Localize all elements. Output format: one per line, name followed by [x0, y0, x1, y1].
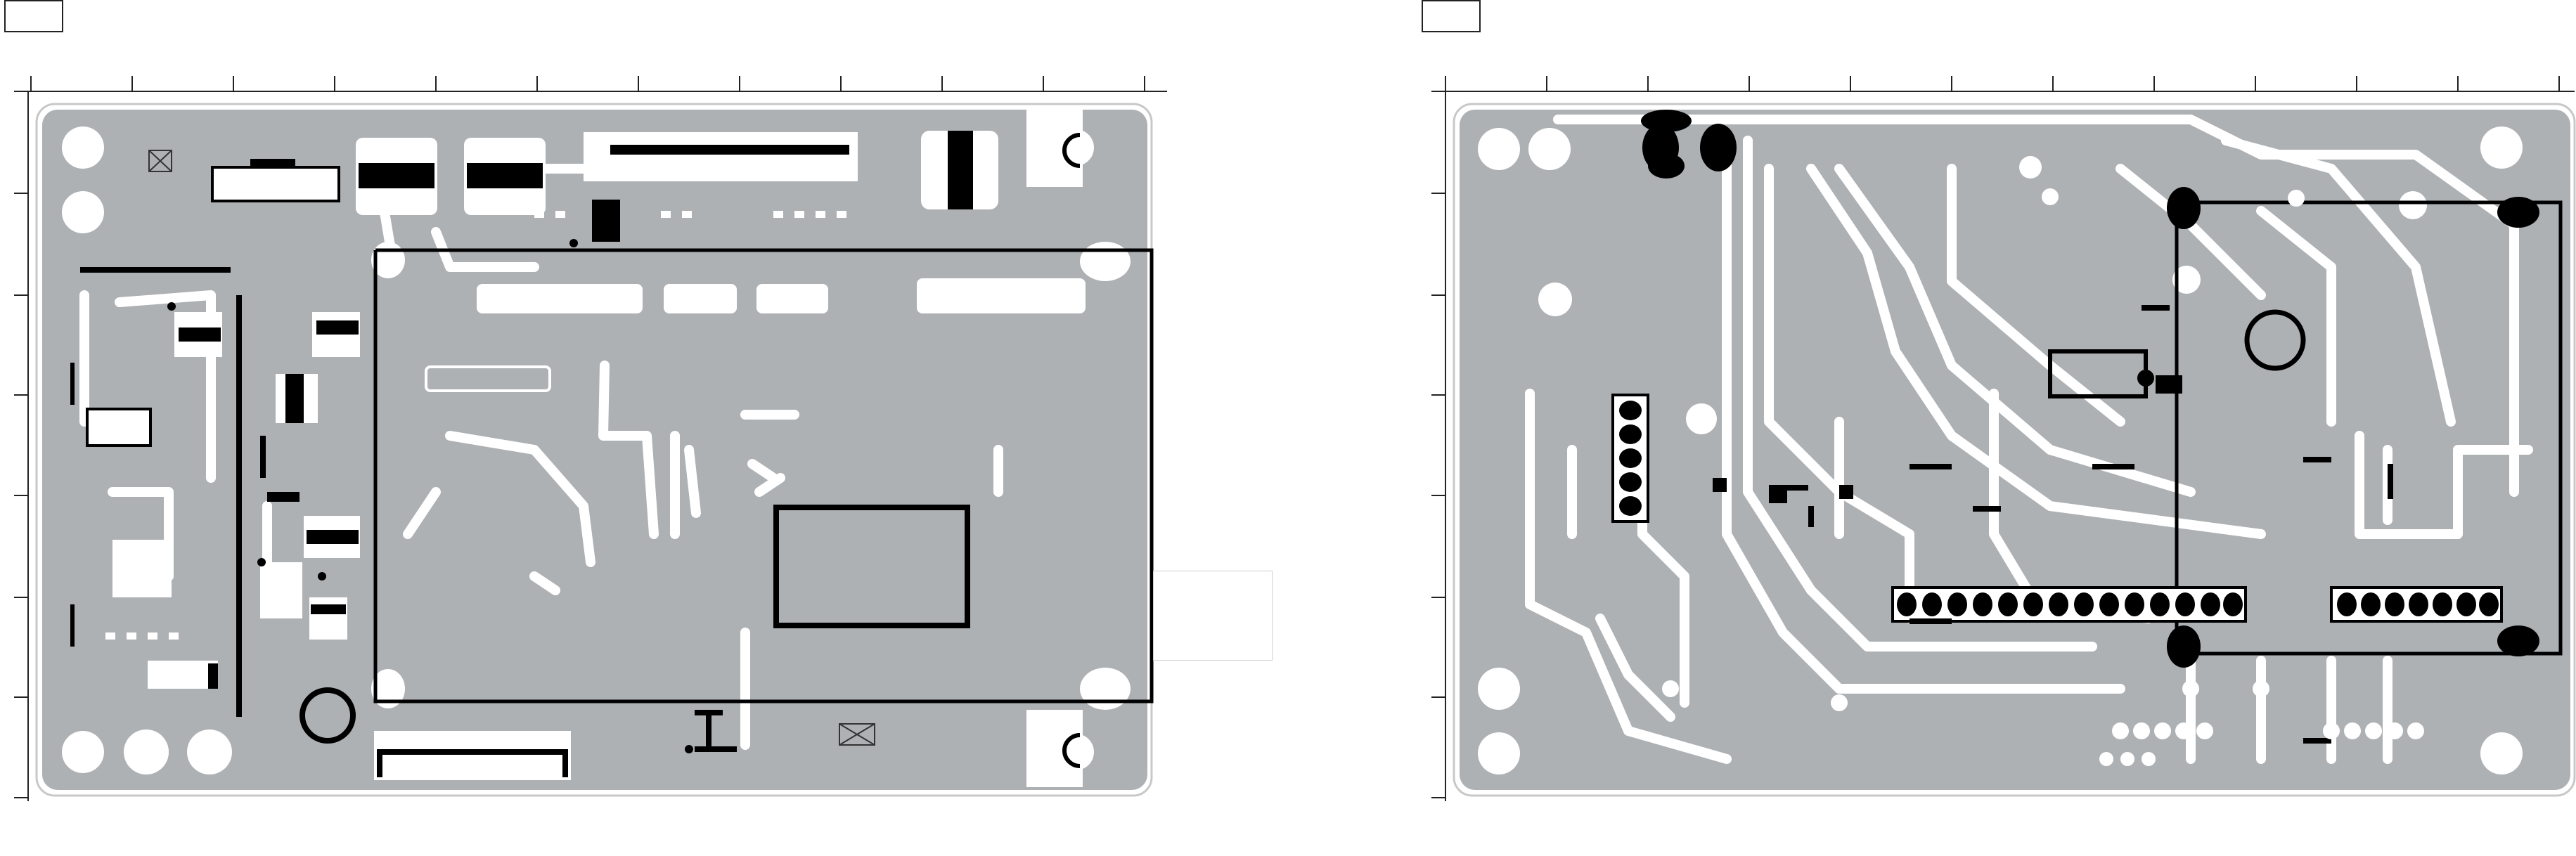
left-board-side-tab	[1153, 571, 1273, 661]
right-ruler-side	[1431, 91, 1445, 801]
right-header-row-1	[1893, 588, 2246, 621]
right-header-row-2	[2331, 588, 2501, 621]
left-ruler-side	[14, 91, 28, 801]
right-vertical-header	[1613, 395, 1648, 521]
left-board-drawing	[0, 0, 1280, 856]
right-board-drawing	[1417, 0, 2576, 856]
left-ruler-top	[28, 76, 1167, 91]
right-ruler-top	[1445, 76, 2575, 91]
left-board-panel	[0, 0, 1266, 856]
right-board-panel	[1417, 0, 2576, 856]
